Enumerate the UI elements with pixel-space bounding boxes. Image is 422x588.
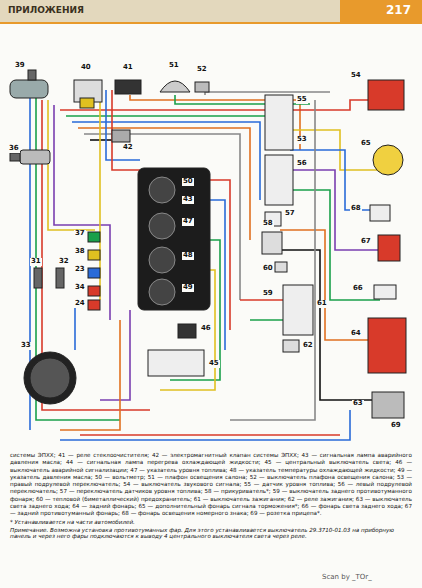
callout-number: 60 — [262, 265, 274, 273]
callout-number: 59 — [262, 290, 274, 298]
callout-number: 45 — [208, 360, 220, 368]
callout-number: 61 — [316, 300, 328, 308]
callout-number: 62 — [302, 342, 314, 350]
callout-number: 31 — [30, 258, 42, 266]
callout-number: 54 — [350, 72, 362, 80]
callout-number: 66 — [352, 285, 364, 293]
page-number: 217 — [386, 4, 411, 17]
callout-number: 51 — [168, 62, 180, 70]
footnote-text: * Устанавливается на части автомобилей. — [10, 519, 412, 525]
section-header: ПРИЛОЖЕНИЯ — [8, 6, 84, 16]
callout-number: 58 — [262, 220, 274, 228]
callout-number: 34 — [74, 284, 86, 292]
callout-number: 24 — [74, 300, 86, 308]
callout-number: 48 — [182, 252, 194, 260]
callout-number: 36 — [8, 145, 20, 153]
callout-number: 64 — [350, 330, 362, 338]
figure-caption: системы ЭПХХ; 41 — реле стеклоочистителя… — [10, 452, 412, 517]
callout-number: 23 — [74, 266, 86, 274]
callout-number: 40 — [80, 64, 92, 72]
callout-number: 41 — [122, 64, 134, 72]
callout-number: 55 — [296, 96, 308, 104]
callout-number: 33 — [20, 342, 32, 350]
callout-number: 38 — [74, 248, 86, 256]
callout-number: 57 — [284, 210, 296, 218]
callout-number: 50 — [182, 178, 194, 186]
callout-number: 63 — [352, 400, 364, 408]
callout-number: 52 — [196, 66, 208, 74]
footnote-text: Примечание. Возможна установка противоту… — [10, 527, 412, 539]
callout-number: 32 — [58, 258, 70, 266]
callout-number: 67 — [360, 238, 372, 246]
callout-number: 39 — [14, 62, 26, 70]
callout-number: 53 — [296, 136, 308, 144]
callout-number: 65 — [360, 140, 372, 148]
callout-number: 46 — [200, 325, 212, 333]
callout-number: 68 — [350, 205, 362, 213]
watermark: Scan by _TOr_ — [322, 574, 372, 582]
callout-number: 47 — [182, 218, 194, 226]
callout-number: 49 — [182, 284, 194, 292]
callout-number: 43 — [182, 196, 194, 204]
callout-number: 56 — [296, 160, 308, 168]
callout-number: 42 — [122, 144, 134, 152]
callout-number: 37 — [74, 230, 86, 238]
callout-number: 69 — [390, 422, 402, 430]
